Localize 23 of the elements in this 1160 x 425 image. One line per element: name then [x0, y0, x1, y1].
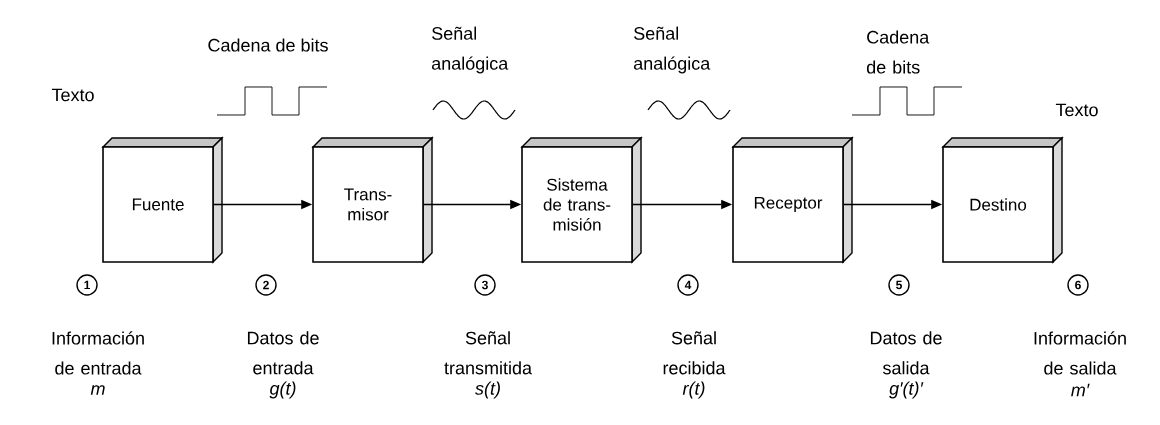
callout-number: 6: [1067, 274, 1089, 296]
description-text: Señal transmitida: [444, 331, 532, 375]
description-text: Datos de salida: [870, 331, 942, 375]
signal-symbol: g′(t)′: [889, 381, 924, 399]
callout-number: 4: [677, 274, 699, 296]
text-label: Texto: [51, 88, 94, 102]
description-text: Información de salida: [1034, 331, 1126, 375]
description-text: Datos de entrada: [247, 331, 319, 375]
signal-symbol: m: [90, 385, 105, 395]
text-label: Señal analógica: [633, 26, 711, 74]
callout-number: 5: [888, 274, 910, 296]
signal-symbol: g(t): [269, 381, 296, 399]
text-label: Texto: [1055, 103, 1098, 117]
description-text: Señal recibida: [663, 331, 726, 375]
text-label: Señal analógica: [432, 26, 509, 74]
callout-number: 1: [76, 274, 98, 296]
callout-number: 3: [474, 274, 496, 296]
signal-symbol: m′: [1071, 383, 1090, 397]
signal-symbol: r(t): [682, 381, 705, 399]
text-label: Cadena de bits: [208, 38, 328, 52]
callout-number: 2: [255, 274, 277, 296]
signal-symbol: s(t): [475, 381, 500, 399]
text-label: Cadena de bits: [866, 30, 930, 74]
